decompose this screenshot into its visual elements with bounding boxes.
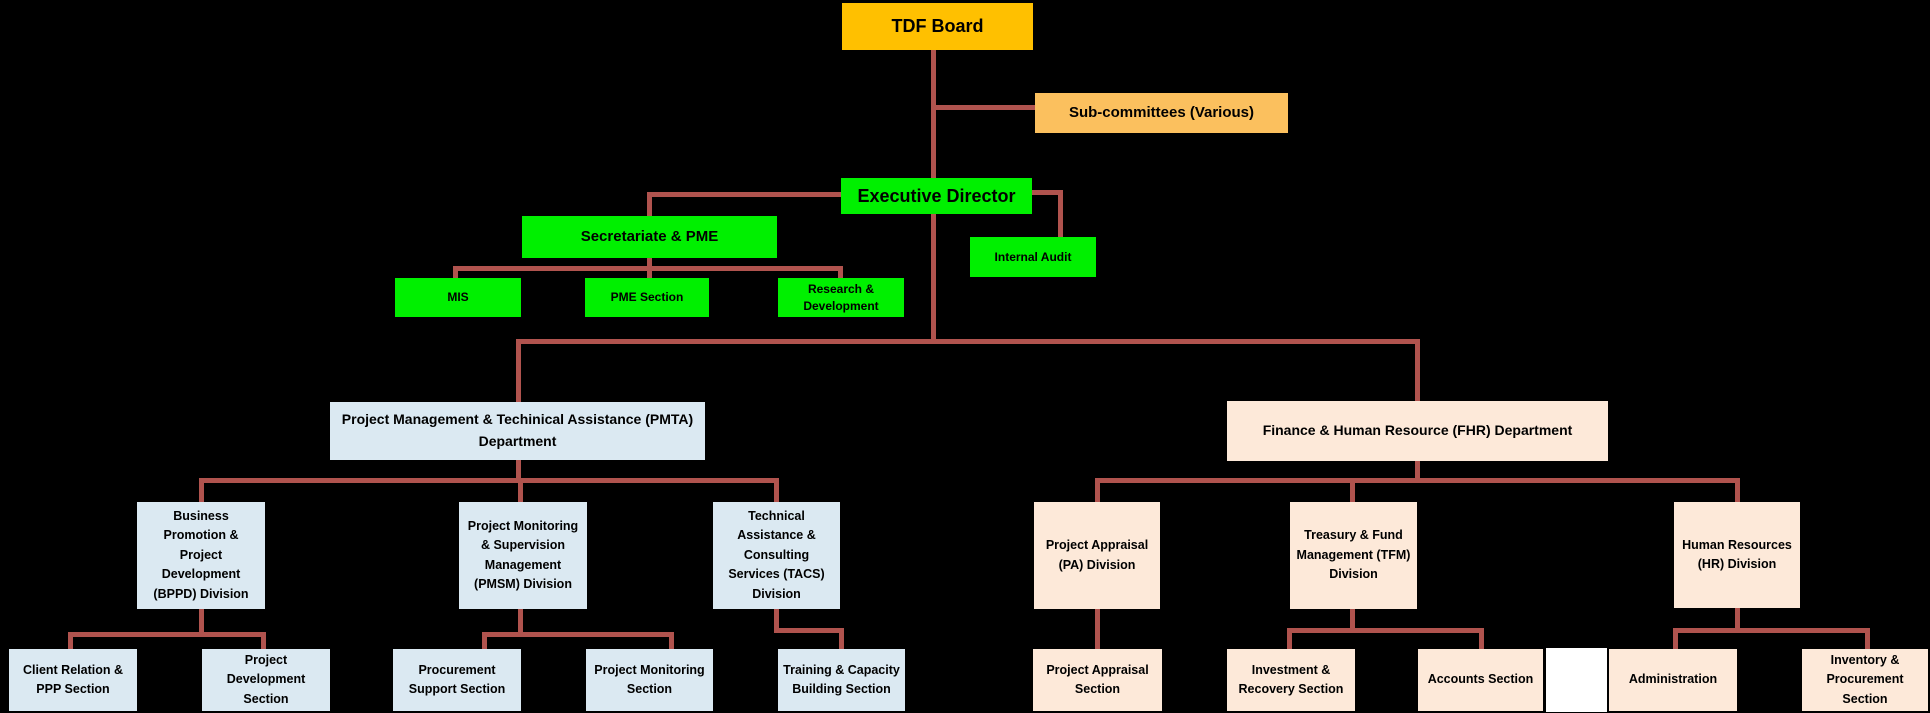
connector-segment bbox=[516, 339, 1420, 344]
connector-segment bbox=[931, 50, 936, 178]
connector-segment bbox=[68, 632, 266, 637]
connector-segment bbox=[839, 628, 844, 649]
org-node-procurement-support-section: Procurement Support Section bbox=[393, 649, 521, 711]
org-node-tacs-division: Technical Assistance & Consulting Servic… bbox=[713, 502, 840, 609]
connector-segment bbox=[931, 214, 936, 344]
org-node-pmta-department: Project Management & Techinical Assistan… bbox=[330, 402, 705, 460]
connector-segment bbox=[1058, 190, 1063, 237]
org-node-pmsm-division: Project Monitoring & Supervision Managem… bbox=[459, 502, 587, 609]
connector-segment bbox=[482, 632, 674, 637]
org-node-investment-recovery-section: Investment & Recovery Section bbox=[1227, 649, 1355, 711]
connector-segment bbox=[453, 266, 458, 280]
org-node-project-development-section: Project Development Section bbox=[202, 649, 330, 711]
connector-segment bbox=[774, 628, 844, 633]
connector-segment bbox=[199, 478, 779, 483]
connector-segment bbox=[647, 266, 652, 280]
connector-segment bbox=[1415, 460, 1420, 483]
connector-segment bbox=[1032, 190, 1063, 195]
connector-segment bbox=[647, 192, 652, 218]
org-node-tdf-board: TDF Board bbox=[842, 3, 1033, 50]
org-node-research-development: Research & Development bbox=[778, 278, 904, 317]
connector-segment bbox=[1673, 628, 1678, 649]
connector-segment bbox=[199, 609, 204, 637]
org-node-fhr-department: Finance & Human Resource (FHR) Departmen… bbox=[1227, 401, 1608, 461]
connector-segment bbox=[647, 192, 846, 197]
connector-segment bbox=[669, 632, 674, 649]
connector-segment bbox=[774, 478, 779, 502]
connector-segment bbox=[482, 632, 487, 649]
org-node-pme-section: PME Section bbox=[585, 278, 709, 317]
org-node-blank-box bbox=[1546, 648, 1607, 712]
connector-segment bbox=[1287, 628, 1484, 633]
connector-segment bbox=[1287, 628, 1292, 649]
connector-segment bbox=[1479, 628, 1484, 649]
connector-segment bbox=[1095, 478, 1740, 483]
connector-segment bbox=[647, 258, 652, 270]
org-node-bppd-division: Business Promotion & Project Development… bbox=[137, 502, 265, 609]
connector-segment bbox=[516, 339, 521, 402]
org-node-project-monitoring-section: Project Monitoring Section bbox=[586, 649, 713, 711]
org-node-project-appraisal-section: Project Appraisal Section bbox=[1033, 649, 1162, 711]
org-node-sub-committees: Sub-committees (Various) bbox=[1035, 93, 1288, 133]
org-node-accounts-section: Accounts Section bbox=[1418, 649, 1543, 711]
connector-segment bbox=[931, 105, 1037, 110]
connector-segment bbox=[518, 609, 523, 637]
org-node-secretariate-pme: Secretariate & PME bbox=[522, 216, 777, 258]
connector-segment bbox=[518, 478, 523, 502]
org-node-tfm-division: Treasury & Fund Management (TFM) Divisio… bbox=[1290, 502, 1417, 609]
connector-segment bbox=[1415, 339, 1420, 401]
connector-segment bbox=[68, 632, 73, 649]
connector-segment bbox=[1735, 608, 1740, 633]
connector-segment bbox=[1350, 478, 1355, 502]
connector-segment bbox=[261, 632, 266, 649]
connector-segment bbox=[774, 609, 779, 633]
org-node-executive-director: Executive Director bbox=[841, 178, 1032, 214]
connector-segment bbox=[1673, 628, 1870, 633]
connector-segment bbox=[1095, 609, 1100, 649]
connector-segment bbox=[1865, 628, 1870, 649]
org-node-pa-division: Project Appraisal (PA) Division bbox=[1034, 502, 1160, 609]
connector-segment bbox=[1350, 609, 1355, 633]
org-node-training-capacity-building-section: Training & Capacity Building Section bbox=[778, 649, 905, 711]
connector-segment bbox=[199, 478, 204, 502]
org-node-client-relation-ppp-section: Client Relation & PPP Section bbox=[9, 649, 137, 711]
org-node-inventory-procurement-section: Inventory & Procurement Section bbox=[1802, 649, 1928, 711]
org-node-hr-division: Human Resources (HR) Division bbox=[1674, 502, 1800, 608]
org-node-internal-audit: Internal Audit bbox=[970, 237, 1096, 277]
org-node-mis: MIS bbox=[395, 278, 521, 317]
org-node-administration-section: Administration bbox=[1609, 649, 1737, 711]
connector-segment bbox=[1735, 478, 1740, 502]
connector-segment bbox=[1095, 478, 1100, 502]
connector-segment bbox=[516, 460, 521, 483]
connector-segment bbox=[838, 266, 843, 280]
